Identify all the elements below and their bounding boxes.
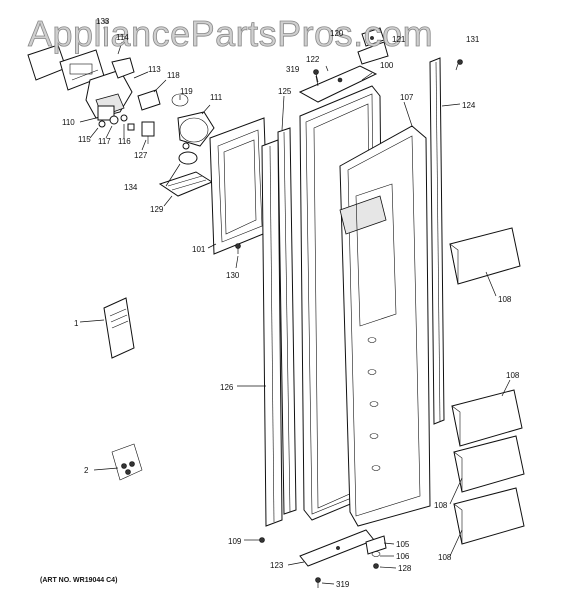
callout-115: 115 [78, 135, 91, 144]
part-trim-125 [277, 127, 297, 515]
part-screw-131 [455, 59, 463, 71]
part-top-hinge [357, 27, 389, 65]
callout-114: 114 [116, 33, 129, 42]
callout-108-d: 108 [438, 553, 452, 562]
callout-109: 109 [228, 537, 242, 546]
part-manual [103, 297, 135, 359]
callout-118: 118 [167, 71, 180, 80]
part-door-bin [453, 435, 525, 493]
callout-120: 120 [330, 29, 344, 38]
callout-113: 113 [148, 65, 161, 74]
part-dispenser-frame [209, 117, 269, 255]
callout-106: 106 [396, 552, 410, 561]
part-door-bin [449, 227, 521, 285]
callout-130: 130 [226, 271, 240, 280]
callout-116: 116 [118, 137, 131, 146]
callout-122: 122 [306, 55, 320, 64]
callout-1: 1 [74, 319, 79, 328]
callout-labels: 133 114 113 118 119 110 115 117 116 127 … [62, 17, 520, 589]
callout-108-c: 108 [434, 501, 448, 510]
callout-129: 129 [150, 205, 164, 214]
part-dispenser-housing [85, 57, 161, 128]
callout-121: 121 [392, 35, 406, 44]
callout-319-top: 319 [286, 65, 300, 74]
part-liner-bins [367, 337, 381, 471]
callout-125: 125 [278, 87, 292, 96]
art-number: (ART NO. WR19044 C4) [40, 577, 117, 584]
leader-lines [79, 26, 511, 585]
callout-134: 134 [124, 183, 138, 192]
callout-126: 126 [220, 383, 234, 392]
part-door-bin [453, 487, 525, 545]
part-bottom-bracket [299, 529, 375, 567]
callout-319-bottom: 319 [336, 580, 350, 589]
part-top-cap [298, 65, 378, 103]
part-actuator [171, 93, 215, 150]
callout-133: 133 [96, 17, 110, 26]
part-screw-319-bottom [315, 577, 321, 588]
part-gasket-124 [429, 57, 445, 425]
callout-101: 101 [192, 245, 206, 254]
callout-2: 2 [84, 466, 89, 475]
callout-131: 131 [466, 35, 480, 44]
callout-108-b: 108 [506, 371, 520, 380]
callout-105: 105 [396, 540, 410, 549]
callout-108-a: 108 [498, 295, 512, 304]
callout-117: 117 [98, 137, 111, 146]
part-trim-126 [261, 139, 283, 527]
part-solenoid [127, 121, 155, 144]
part-door-liner [339, 125, 431, 527]
part-bottom-hinge [365, 535, 387, 569]
callout-110: 110 [62, 118, 75, 127]
part-hardware-kit [111, 443, 143, 481]
part-screw-109 [259, 537, 265, 543]
callout-119: 119 [180, 87, 193, 96]
callout-111: 111 [210, 93, 223, 102]
callout-124: 124 [462, 101, 476, 110]
part-door-bin [451, 389, 523, 447]
part-chute [158, 151, 214, 197]
callout-128: 128 [398, 564, 412, 573]
callout-127: 127 [134, 151, 148, 160]
watermark: AppliancePartsPros.com [28, 13, 433, 54]
part-screw-319-top [313, 69, 319, 83]
callout-107: 107 [400, 93, 414, 102]
callout-100: 100 [380, 61, 394, 70]
callout-123: 123 [270, 561, 284, 570]
part-screw-130 [235, 243, 241, 254]
